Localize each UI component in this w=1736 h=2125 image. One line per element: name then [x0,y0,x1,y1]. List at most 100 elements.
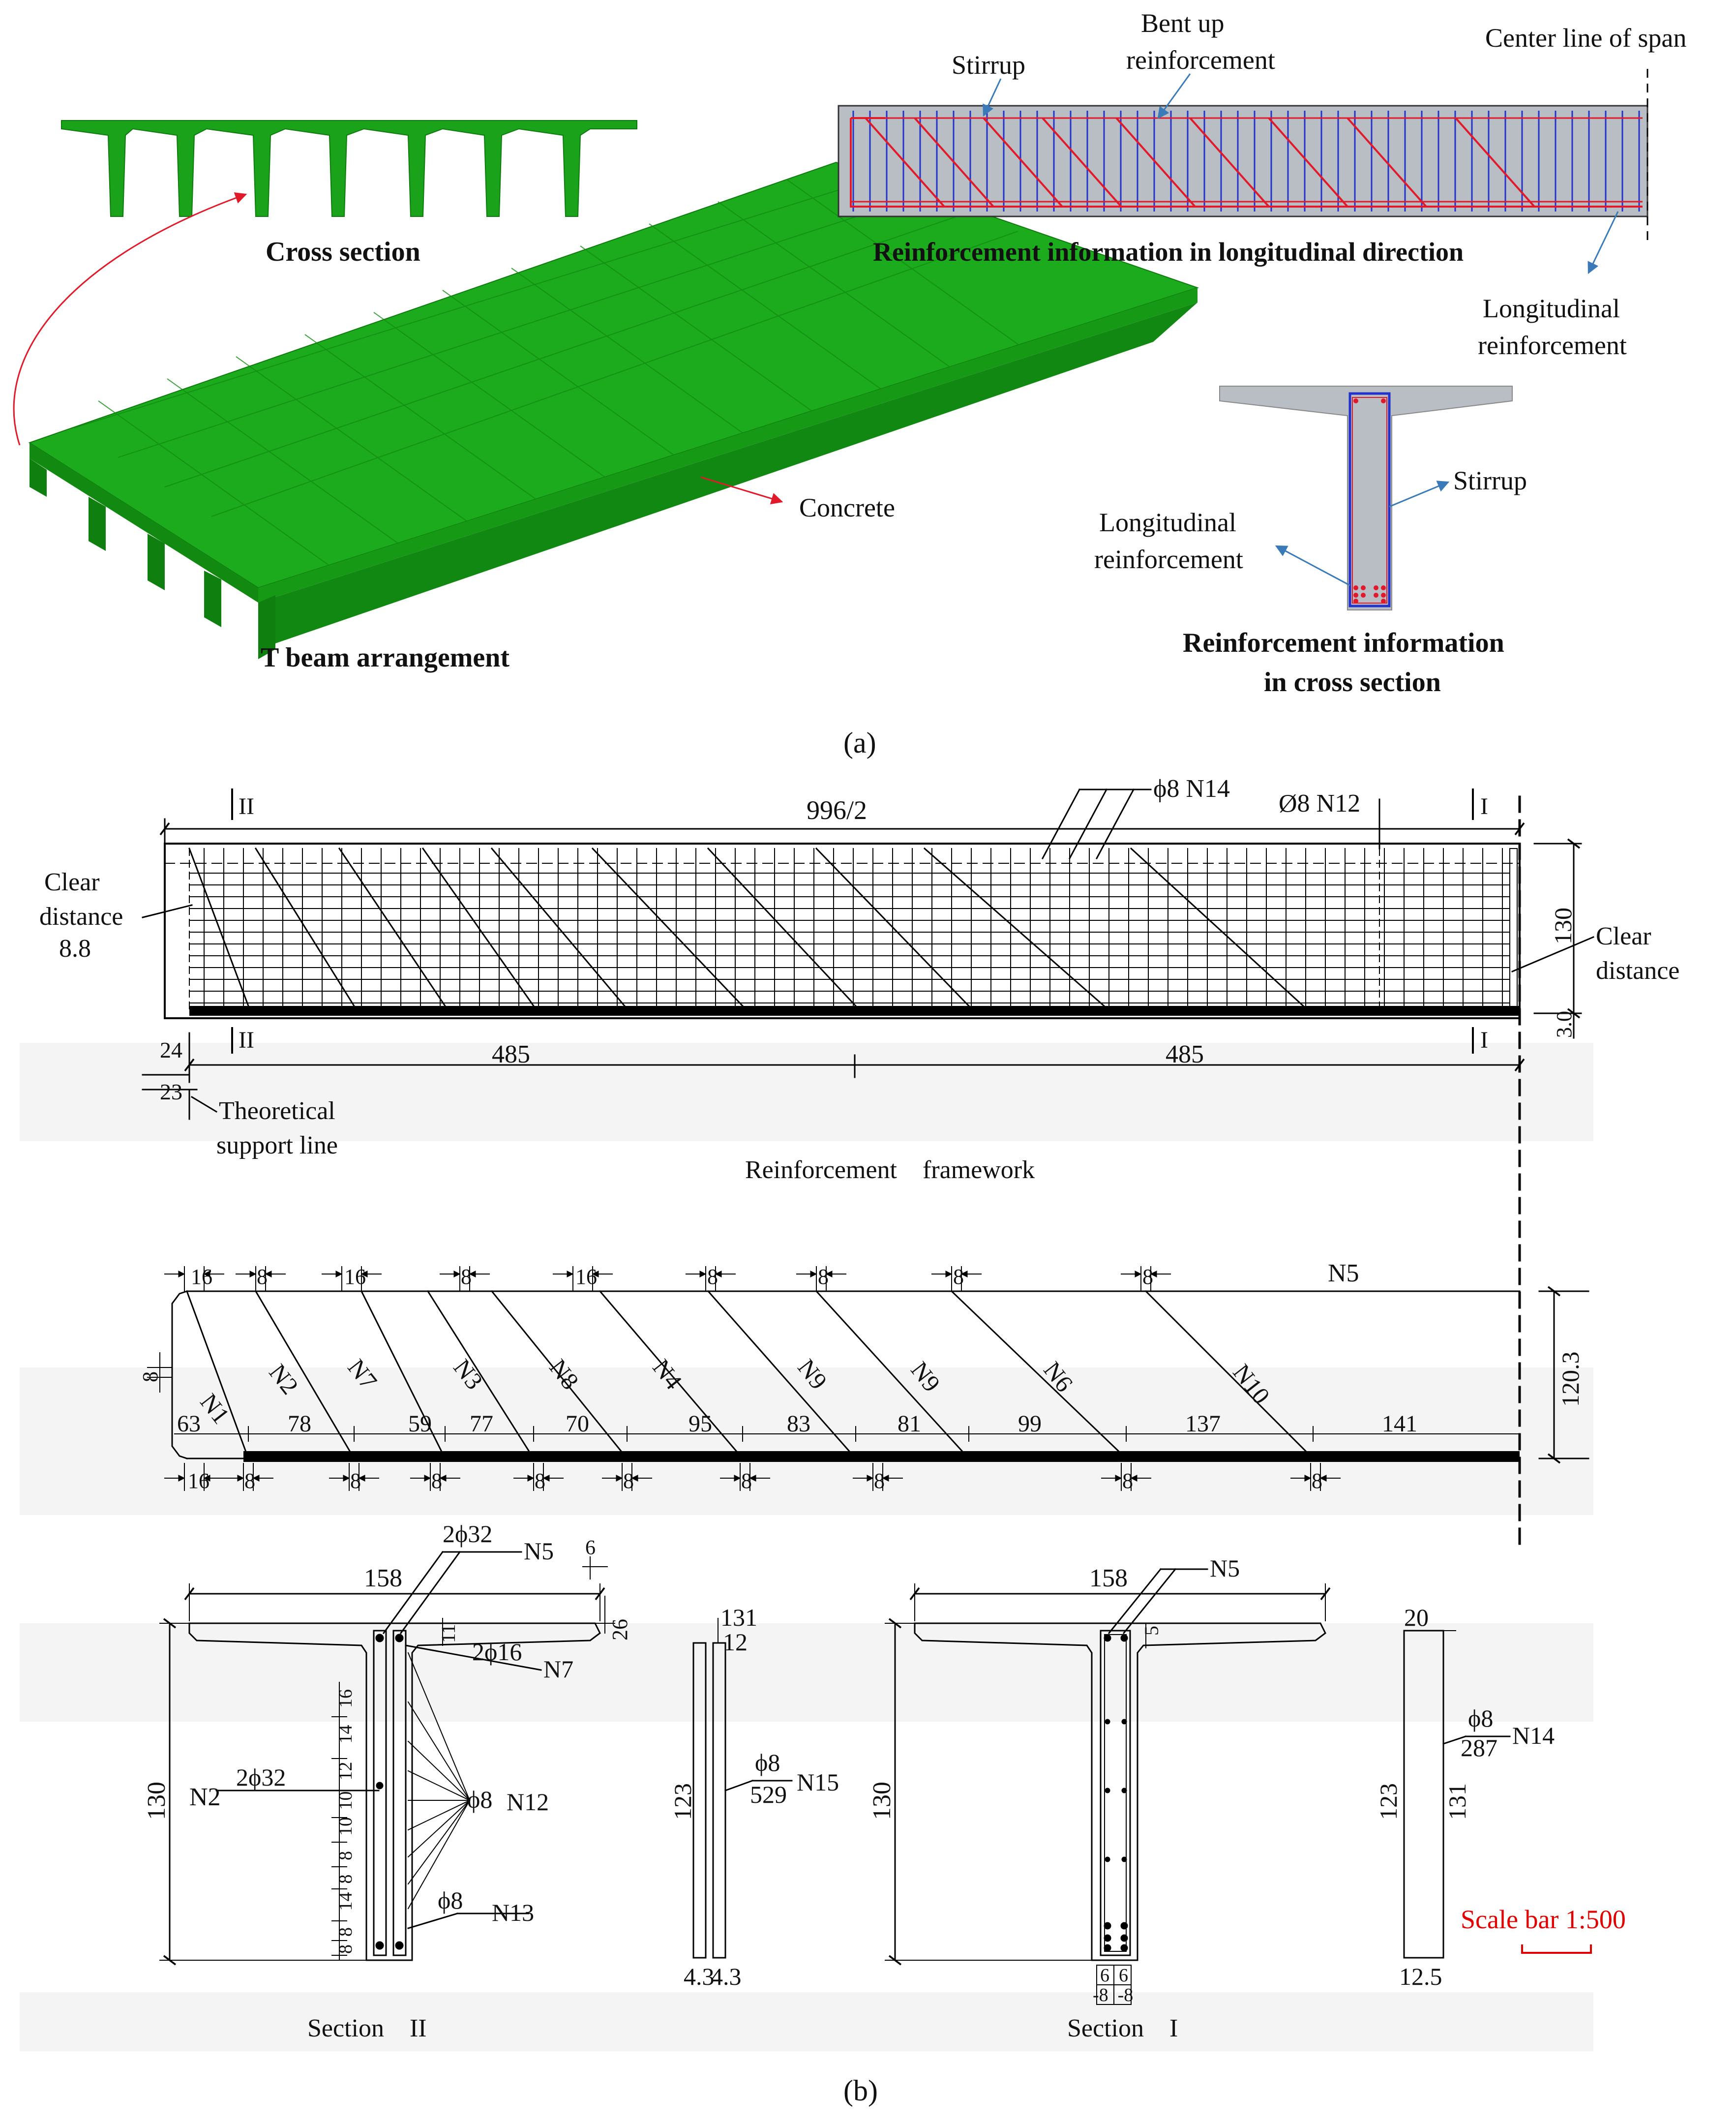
bent-spacing: 81 [898,1411,921,1437]
longitudinal-label-4: reinforcement [1094,545,1243,574]
sec1-box-top: 6 6 [1100,1965,1128,1986]
sec2-n13-phi: ϕ8 [438,1886,463,1914]
bent-bottom-dim: 8 [350,1469,361,1493]
bent-bottom-dim: 8 [874,1469,885,1493]
bent-bottom-dim: 16 [188,1469,210,1493]
bent-bar-height-label: 120.3 [1556,1352,1584,1407]
sec2-n13: N13 [492,1899,534,1926]
n14-length: 287 [1461,1734,1497,1761]
sec2-n5: N5 [524,1537,554,1565]
clear-distance-left-3: 8.8 [59,935,91,963]
bent-spacing: 141 [1382,1411,1417,1437]
bent-top-dim: 8 [707,1265,718,1289]
n14-height-123: 123 [1375,1783,1402,1820]
dim-23-label: 23 [160,1079,182,1104]
stirrup-label-2: Stirrup [1453,466,1527,495]
longitudinal-label-1: Longitudinal [1483,294,1620,323]
cross-section-reinforcement [1219,386,1513,610]
section-mark-I-bottom: I [1480,1027,1488,1053]
longitudinal-label-2: reinforcement [1478,331,1627,360]
sec2-dim-11: 11 [437,1624,459,1643]
sec2-side-dim: 8 [335,1875,356,1884]
cs-reinforcement-title-1: Reinforcement information [1183,628,1504,658]
sec2-dim-6: 6 [585,1537,596,1559]
n14-callout-lines [1041,788,1380,860]
caption-b: (b) [843,2074,878,2107]
sec1-width: 158 [1089,1564,1128,1592]
sec2-side-dim: 8 [335,1944,356,1954]
sec1-n5: N5 [1210,1554,1240,1582]
section-mark-II-bottom: II [239,1027,254,1053]
bent-spacing: 137 [1185,1411,1221,1437]
link-arrow-curve [13,192,247,446]
sec2-height: 130 [143,1782,171,1820]
concrete-label: Concrete [799,493,895,522]
caption-a: (a) [843,727,876,759]
bent-bottom-dim: 8 [535,1469,545,1493]
bent-spacing: 63 [177,1411,201,1437]
bent-up-label-2: reinforcement [1126,45,1275,75]
t-beam-title: T beam arrangement [261,642,509,673]
longitudinal-arrow-2 [1275,545,1350,586]
sec2-n7: N7 [543,1655,573,1683]
bent-bar-layout [147,1266,1589,1491]
reinforcement-framework [164,843,1521,1019]
bent-top-dim: 8 [818,1265,829,1289]
clear-distance-left-1: Clear [44,868,100,896]
cross-section-title: Cross section [266,237,420,267]
n15-length: 529 [750,1781,787,1808]
sec2-side-dim: 8 [335,1927,356,1937]
section-mark-I-top: I [1480,793,1488,820]
stirrup-arrow-2 [1389,481,1450,508]
section-II-title: Section II [307,2014,427,2042]
section-I-drawing [885,1568,1331,2005]
sec2-side-dim: 10 [335,1791,356,1810]
bent-top-dim: 8 [461,1265,472,1289]
bent-top-dim: 16 [575,1265,597,1289]
sec2-flange-26: 26 [608,1619,632,1640]
framework-bottom-cover-label: 3.0 [1552,1011,1576,1038]
longitudinal-label-3: Longitudinal [1099,508,1236,537]
stirrup-label: Stirrup [952,50,1025,80]
bent-bottom-dim: 8 [244,1469,255,1493]
n14-top-20: 20 [1404,1604,1429,1631]
longitudinal-arrow [1587,211,1619,274]
n5-label: N5 [1328,1259,1359,1287]
n14-bar-drawing [1403,1630,1511,1959]
panel-a: Cross section [13,8,1686,759]
scale-bar-label: Scale bar 1:500 [1461,1905,1626,1934]
framework-height-dimension [1533,838,1582,1039]
half-span-left: 485 [492,1040,530,1068]
bent-top-dim: 16 [191,1265,212,1289]
section-mark-II-top: II [239,793,254,820]
n14-bottom: 12.5 [1399,1963,1442,1990]
sec2-width: 158 [364,1564,402,1592]
sec2-side-dim: 12 [335,1762,356,1781]
n15-bottom-right: 4.3 [711,1963,742,1990]
section-marks-framework [231,789,1474,1054]
clear-distance-right-2: distance [1596,957,1679,985]
sec2-n5-bars: 2ϕ32 [443,1520,492,1548]
longitudinal-direction-title: Reinforcement information in longitudina… [873,237,1464,267]
framework-title: Reinforcement framework [745,1156,1035,1184]
bent-bar-left-small: 8 [138,1371,162,1382]
sec1-dim-5: 5 [1140,1626,1163,1636]
phi8-n14-label: ϕ8 N14 [1153,775,1230,803]
phi8-n12-label: Ø8 N12 [1279,789,1360,818]
bent-bottom-dim: 8 [1312,1469,1322,1493]
section-II-drawing [159,1550,615,1966]
bent-spacing: 99 [1018,1411,1042,1437]
bent-top-dim: 8 [1142,1265,1153,1289]
n15-top-12: 12 [723,1628,748,1656]
n14-height-131: 131 [1443,1783,1471,1820]
half-span-right: 485 [1166,1040,1204,1068]
bent-up-label-1: Bent up [1141,8,1225,38]
bent-spacing: 70 [566,1411,589,1437]
n15-bottom-left: 4.3 [684,1963,715,1990]
n15-top-131: 131 [720,1604,757,1631]
concrete-arrow [700,476,783,505]
bent-spacing: 59 [408,1411,432,1437]
dim-24-label: 24 [160,1037,182,1062]
